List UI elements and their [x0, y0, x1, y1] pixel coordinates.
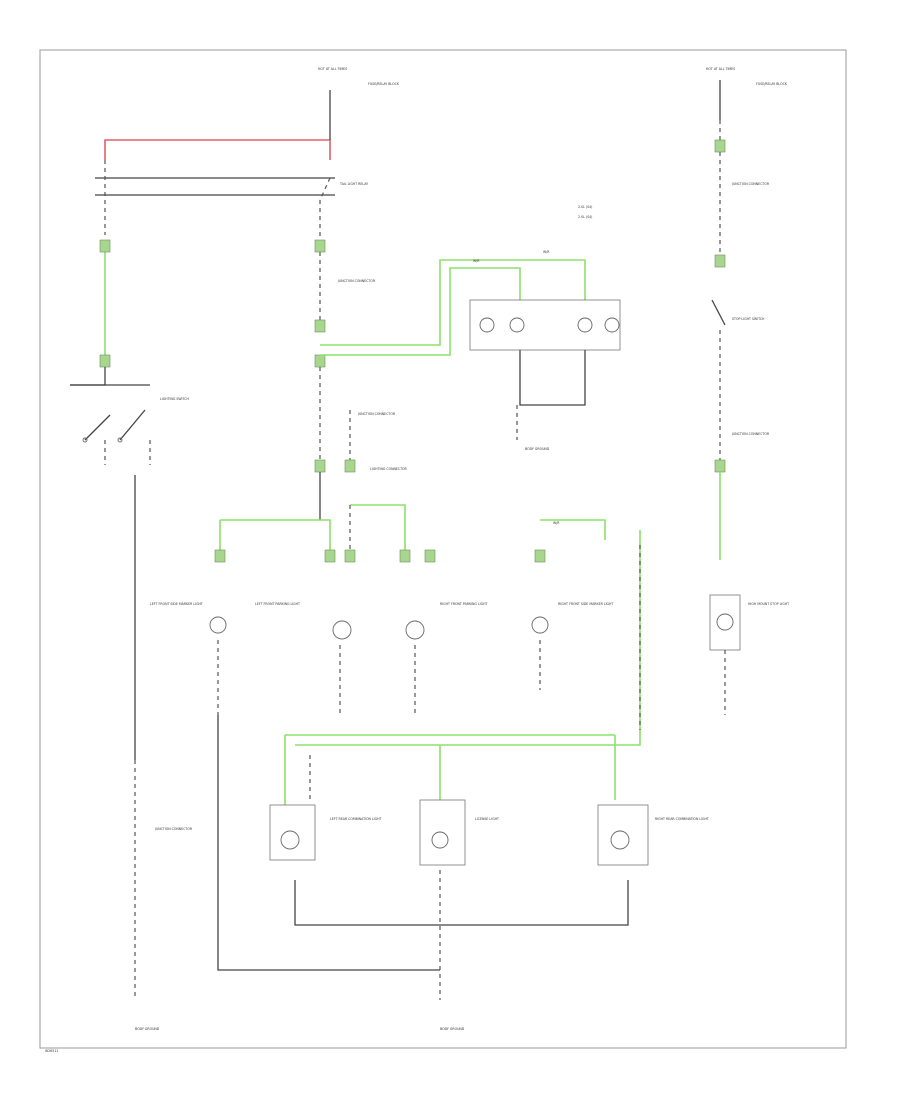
lighting-switch: [70, 239, 151, 465]
label-junction-2: JUNCTION CONNECTOR: [357, 412, 396, 416]
label-license-light: LICENSE LIGHT: [475, 817, 499, 821]
label-ground-center: BODY GROUND: [440, 1027, 465, 1031]
label-wire-tag-1: W/R: [473, 259, 480, 263]
label-wire-tag-2: W/R: [543, 250, 550, 254]
label-fuse-left: FUSE/RELAY BLOCK: [368, 82, 400, 86]
label-stop-switch: STOP LIGHT SWITCH: [732, 317, 765, 321]
front-lamps: [209, 519, 606, 715]
label-footer-code: W26511: [45, 1049, 58, 1053]
label-junction-1: JUNCTION CONNECTOR: [337, 279, 376, 283]
lighting-connector: [219, 410, 406, 550]
power-feed-left: [95, 90, 335, 235]
diagram-frame: [39, 49, 847, 1049]
junction-lamp-group: [469, 299, 621, 440]
label-ground-left: BODY GROUND: [135, 1027, 160, 1031]
label-ground-upper: BODY GROUND: [525, 447, 550, 451]
label-junction-4: JUNCTION CONNECTOR: [731, 432, 770, 436]
stop-light-circuit: [709, 80, 741, 715]
label-left-front-marker: LEFT FRONT SIDE MARKER LIGHT: [150, 602, 203, 606]
center-column: [314, 200, 586, 520]
label-lighting-connector: LIGHTING CONNECTOR: [370, 467, 408, 471]
label-hot-left: HOT AT ALL TIMES: [318, 67, 347, 71]
label-junction-3: JUNCTION CONNECTOR: [731, 182, 770, 186]
label-wire-tag-3: W/R: [553, 521, 560, 525]
label-high-mount: HIGH MOUNT STOP LIGHT: [748, 602, 789, 606]
label-junction-rear: JUNCTION CONNECTOR: [154, 827, 193, 831]
label-fuse-right: FUSE/RELAY BLOCK: [756, 82, 788, 86]
label-left-front-park: LEFT FRONT PARKING LIGHT: [255, 602, 300, 606]
label-right-front-park: RIGHT FRONT PARKING LIGHT: [440, 602, 487, 606]
rear-lamps: [217, 530, 649, 1000]
label-legend-1: 2.0L (S4): [578, 205, 592, 209]
label-left-rear-light: LEFT REAR COMBINATION LIGHT: [330, 817, 381, 821]
label-right-front-marker: RIGHT FRONT SIDE MARKER LIGHT: [558, 602, 613, 606]
label-legend-2: 2.0L (S4): [578, 215, 592, 219]
label-lighting-switch: LIGHTING SWITCH: [160, 397, 189, 401]
label-tail-relay: TAIL LIGHT RELAY: [339, 182, 368, 186]
label-right-rear-light: RIGHT REAR COMBINATION LIGHT: [655, 817, 709, 821]
label-hot-right: HOT AT ALL TIMES: [706, 67, 735, 71]
